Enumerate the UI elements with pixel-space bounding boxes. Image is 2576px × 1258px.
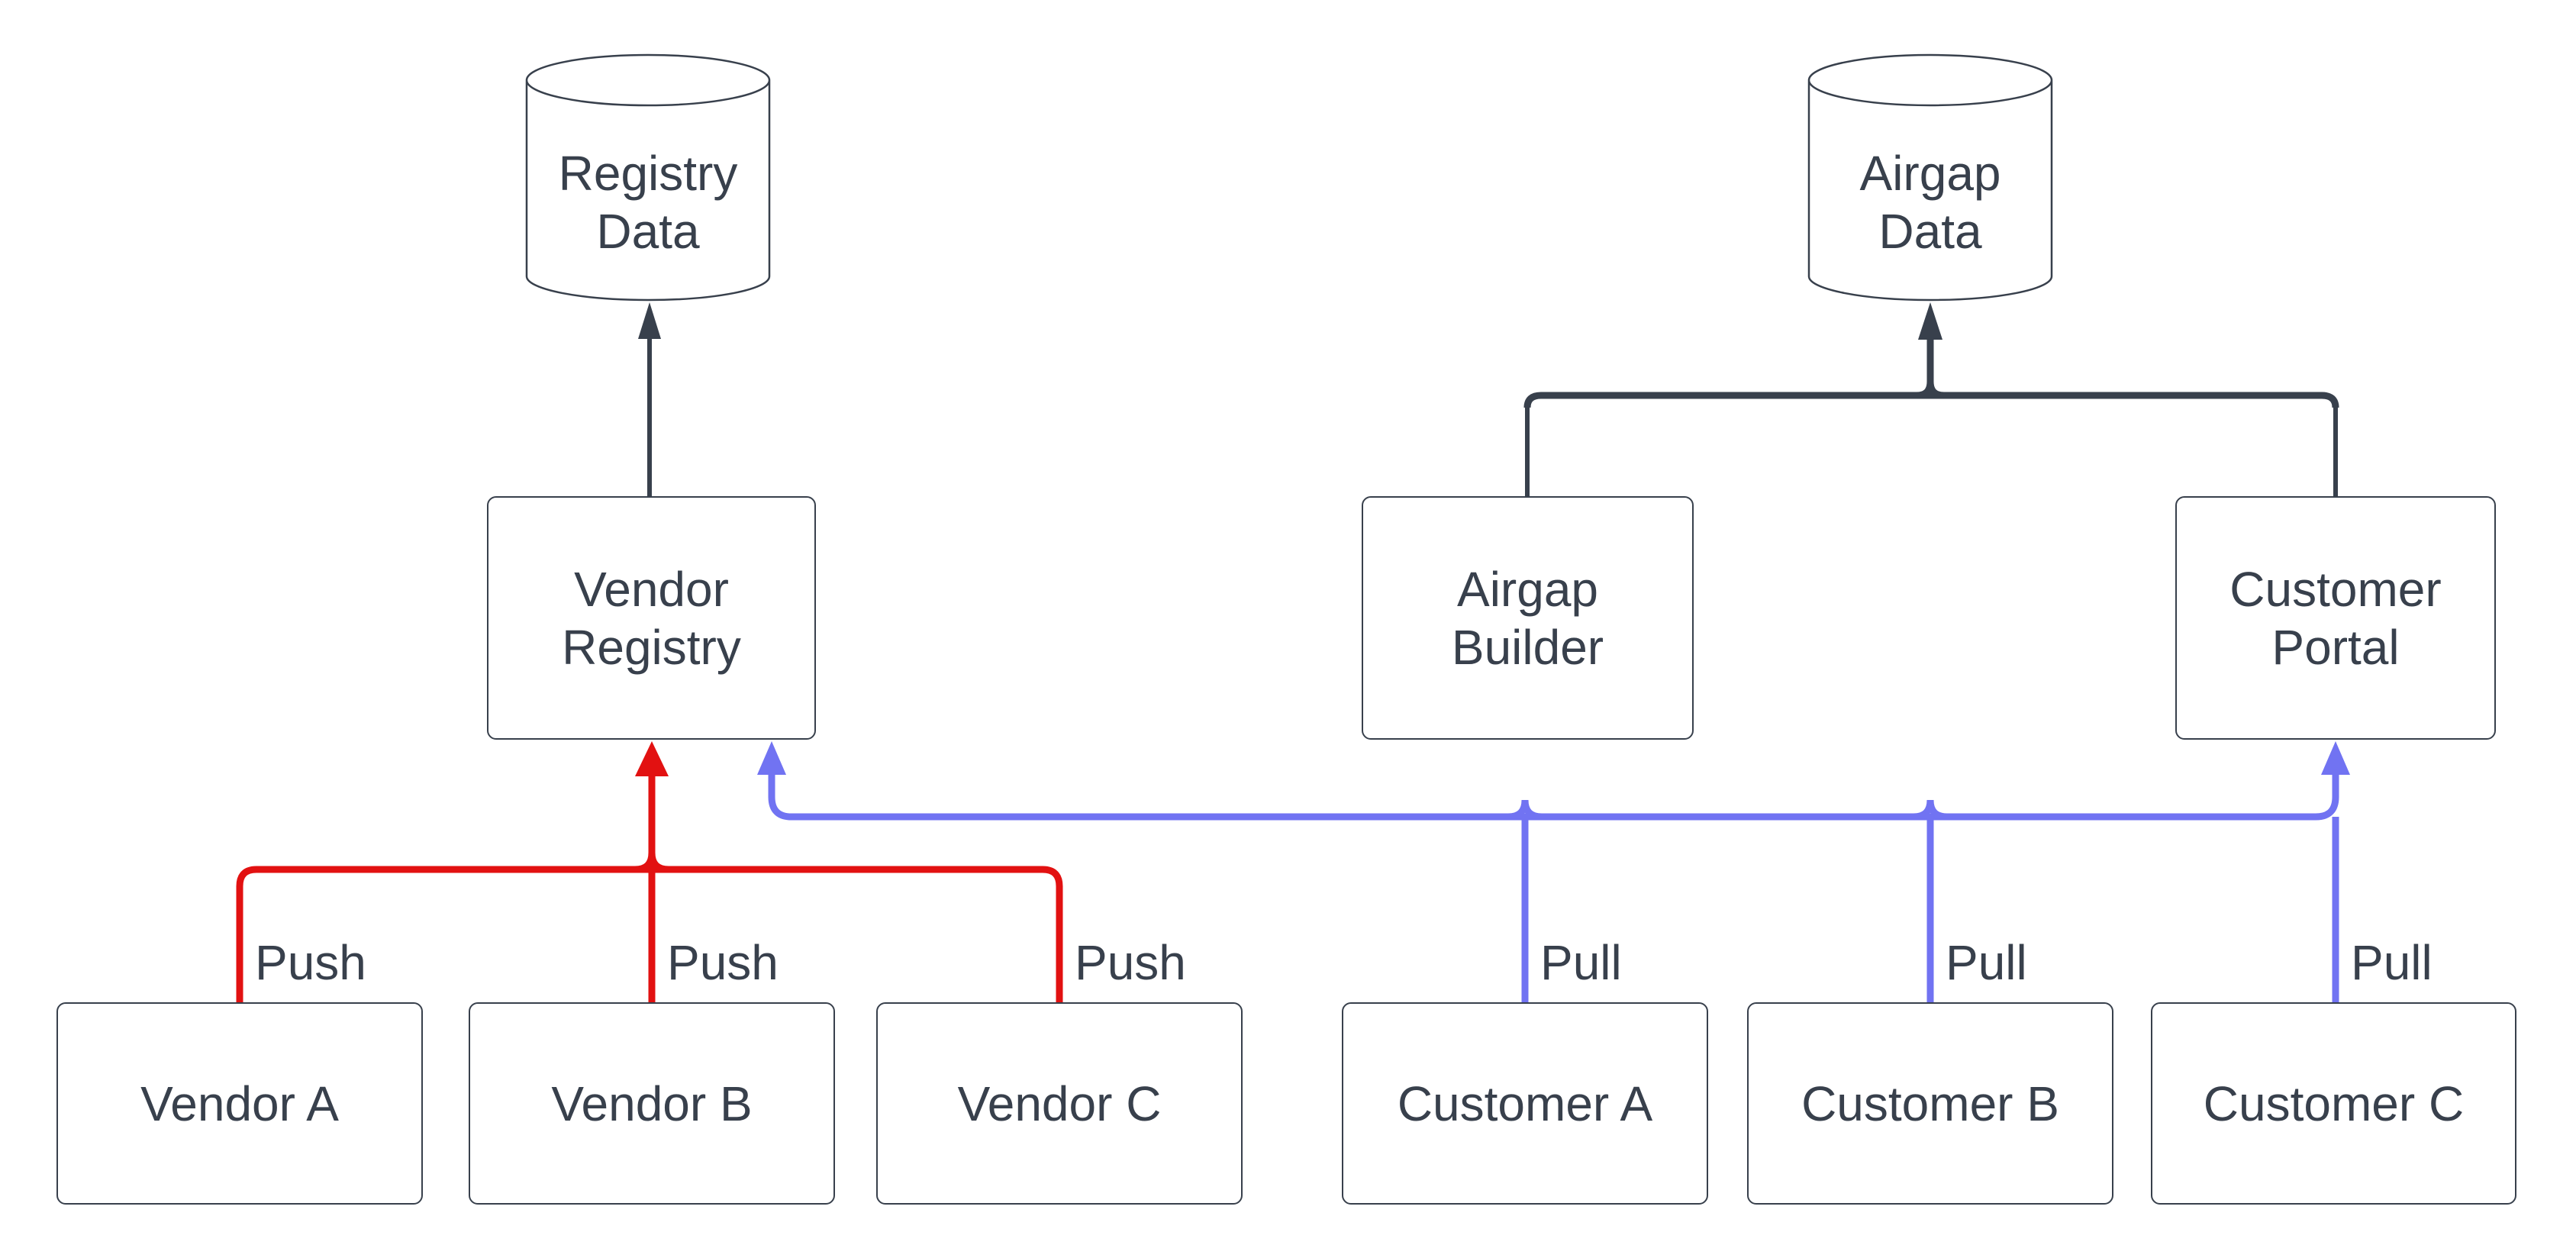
airgap-builder-line2: Builder (1451, 619, 1604, 675)
vendor-a-label: Vendor A (140, 1076, 339, 1131)
arrowhead-into-airgap-data (1918, 302, 1942, 340)
node-vendor-c: Vendor C (876, 1002, 1243, 1205)
arrowhead-push-into-vendor-registry (635, 741, 669, 776)
customer-a-label: Customer A (1397, 1076, 1653, 1131)
node-vendor-a: Vendor A (56, 1002, 423, 1205)
registry-data-line1: Registry (558, 146, 738, 201)
node-customer-portal: Customer Portal (2175, 496, 2496, 740)
edge-label-push-vendor-b: Push (667, 935, 779, 990)
edge-label-pull-customer-a: Pull (1540, 935, 1622, 990)
customer-portal-line2: Portal (2271, 619, 2400, 675)
edge-airgap-data-rail (1523, 392, 2339, 408)
node-vendor-registry: Vendor Registry (487, 496, 816, 740)
arrowhead-pull-into-customer-portal (2321, 741, 2350, 775)
vendor-b-label: Vendor B (551, 1076, 753, 1131)
airgap-builder-label: Airgap Builder (1452, 560, 1604, 676)
edge-pull-rail (768, 773, 2339, 821)
customer-portal-line1: Customer (2229, 561, 2442, 617)
node-customer-a: Customer A (1342, 1002, 1708, 1205)
airgap-builder-line1: Airgap (1457, 561, 1598, 617)
edge-pull-fillet-a-right (1521, 799, 1543, 821)
node-registry-data-label: Registry Data (527, 144, 769, 260)
edge-push-fillet-right (648, 852, 669, 873)
vendor-c-label: Vendor C (957, 1076, 1162, 1131)
vendor-registry-line1: Vendor (574, 561, 729, 617)
arrowhead-pull-into-vendor-registry (757, 741, 786, 775)
airgap-data-line1: Airgap (1859, 146, 2001, 201)
registry-data-line2: Data (596, 204, 700, 259)
edge-pull-fillet-b-right (1926, 799, 1948, 821)
customer-c-label: Customer C (2203, 1076, 2465, 1131)
edge-label-push-vendor-a: Push (255, 935, 366, 990)
node-vendor-b: Vendor B (469, 1002, 835, 1205)
edge-label-pull-customer-c: Pull (2351, 935, 2433, 990)
cylinder-airgap-data (1807, 53, 2053, 302)
node-airgap-builder: Airgap Builder (1362, 496, 1694, 740)
airgap-data-line2: Data (1878, 204, 1982, 259)
arrowhead-into-registry-data (638, 302, 661, 339)
cylinder-registry-data (525, 53, 771, 302)
edge-label-pull-customer-b: Pull (1946, 935, 2027, 990)
node-airgap-data-label: Airgap Data (1809, 144, 2052, 260)
vendor-registry-line2: Registry (562, 619, 741, 675)
customer-portal-label: Customer Portal (2229, 560, 2441, 676)
customer-b-label: Customer B (1801, 1076, 2059, 1131)
edge-label-push-vendor-c: Push (1075, 935, 1186, 990)
node-customer-b: Customer B (1747, 1002, 2113, 1205)
node-customer-c: Customer C (2151, 1002, 2516, 1205)
vendor-registry-label: Vendor Registry (562, 560, 741, 676)
